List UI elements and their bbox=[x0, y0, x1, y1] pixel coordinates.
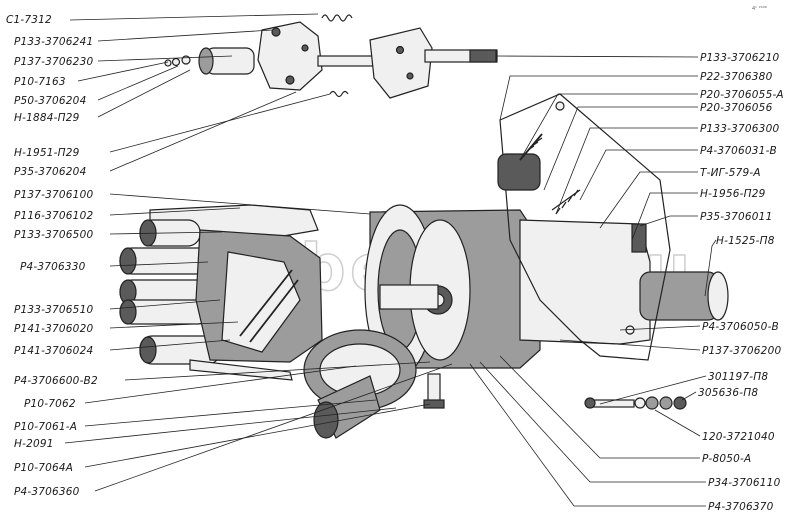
top-cylinder bbox=[164, 47, 255, 75]
labels-right: Р133-3706210 Р22-3706380 Р20-3706055-А Р… bbox=[698, 52, 784, 513]
label-right-7: Т-ИГ-579-А bbox=[700, 167, 761, 179]
label-right-2: Р22-3706380 bbox=[700, 71, 773, 83]
label-left-4: Р10-7163 bbox=[14, 76, 66, 88]
label-left-5: Р50-3706204 bbox=[14, 95, 86, 107]
label-left-16: Р4-3706600-В2 bbox=[14, 375, 98, 387]
label-right-16: Р-8050-А bbox=[702, 453, 751, 465]
label-right-4: Р20-3706056 bbox=[700, 102, 773, 114]
label-left-2: Р133-3706241 bbox=[14, 36, 93, 48]
label-right-18: Р4-3706370 bbox=[708, 501, 774, 513]
rotor-cylinder bbox=[519, 219, 729, 345]
label-right-10: Н-1525-П8 bbox=[716, 235, 775, 247]
label-left-12: Р4-3706330 bbox=[20, 261, 86, 273]
label-left-6: Н-1884-П29 bbox=[14, 112, 80, 124]
cover-plate bbox=[499, 93, 671, 361]
label-left-3: Р137-3706230 bbox=[14, 56, 93, 68]
label-left-21: Р4-3706360 bbox=[14, 486, 80, 498]
advance-scale bbox=[551, 189, 581, 215]
label-left-8: Р35-3706204 bbox=[14, 166, 86, 178]
label-right-11: Р4-3706050-В bbox=[702, 321, 779, 333]
label-right-13: 301197-П8 bbox=[708, 371, 768, 383]
top-bracket bbox=[257, 21, 323, 91]
label-left-20: Р10-7064А bbox=[14, 462, 73, 474]
labels-left: С1-7312 Р133-3706241 Р137-3706230 Р10-71… bbox=[6, 14, 98, 498]
label-right-1: Р133-3706210 bbox=[700, 52, 779, 64]
label-left-1: С1-7312 bbox=[6, 14, 52, 26]
label-left-19: Н-2091 bbox=[14, 438, 54, 450]
label-left-10: Р116-3706102 bbox=[14, 210, 93, 222]
distributor-cap bbox=[189, 229, 323, 381]
label-right-12: Р137-3706200 bbox=[702, 345, 781, 357]
label-right-9: Р35-3706011 bbox=[700, 211, 772, 223]
label-left-11: Р133-3706500 bbox=[14, 229, 93, 241]
label-left-15: Р141-3706024 bbox=[14, 345, 93, 357]
top-shaft bbox=[317, 27, 498, 99]
label-right-17: Р34-3706110 bbox=[708, 477, 781, 489]
label-left-14: Р141-3706020 bbox=[14, 323, 93, 335]
label-left-17: Р10-7062 bbox=[24, 398, 76, 410]
label-right-3: Р20-3706055-А bbox=[700, 89, 784, 101]
label-right-15: 120-3721040 bbox=[702, 431, 775, 443]
small-spring bbox=[329, 90, 349, 98]
advance-spring bbox=[497, 133, 543, 191]
label-right-8: Н-1956-П29 bbox=[700, 188, 766, 200]
label-left-18: Р10-7061-А bbox=[14, 421, 77, 433]
label-left-9: Р137-3706100 bbox=[14, 189, 93, 201]
label-left-13: Р133-3706510 bbox=[14, 304, 93, 316]
label-right-6: Р4-3706031-В bbox=[700, 145, 777, 157]
lower-bolt bbox=[584, 396, 687, 410]
corner-mark: 4ⁿ ²⁰⁰⁸ bbox=[752, 6, 767, 12]
top-spring bbox=[321, 14, 353, 22]
label-right-5: Р133-3706300 bbox=[700, 123, 779, 135]
label-left-7: Н-1951-П29 bbox=[14, 147, 80, 159]
main-housing bbox=[364, 204, 541, 376]
leaders-left bbox=[64, 13, 453, 492]
drive-gear bbox=[303, 329, 417, 411]
label-right-14: 305636-П8 bbox=[698, 387, 758, 399]
leaders-right bbox=[469, 55, 717, 507]
bottom-pin bbox=[423, 373, 445, 409]
